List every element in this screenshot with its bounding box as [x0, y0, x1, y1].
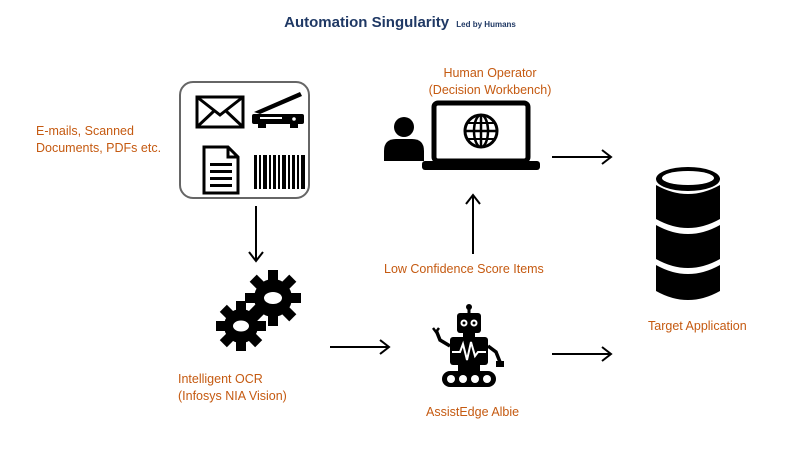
sources-label-line-2: Documents, PDFs etc. — [36, 141, 162, 155]
database-icon — [656, 167, 720, 300]
title-subtitle: Led by Humans — [456, 20, 516, 29]
envelope-icon — [195, 95, 245, 129]
arrow-ocr-to-bot — [330, 339, 391, 355]
sources-label-line-1: E-mails, Scanned — [36, 124, 134, 138]
low-confidence-label-text: Low Confidence Score Items — [384, 262, 544, 276]
human-label: Human Operator (Decision Workbench) — [420, 65, 560, 99]
human-label-line-2: (Decision Workbench) — [428, 83, 552, 97]
arrow-bot-to-human — [465, 193, 481, 254]
bot-label-text: AssistEdge Albie — [426, 405, 520, 419]
laptop-globe-icon — [422, 100, 540, 170]
arrow-human-to-target — [552, 149, 613, 165]
person-icon — [384, 117, 424, 161]
title-text: Automation Singularity — [284, 14, 450, 31]
barcode-icon — [254, 155, 305, 189]
ocr-label-line-2: (Infosys NIA Vision) — [178, 389, 287, 403]
human-label-line-1: Human Operator — [443, 66, 537, 80]
ocr-label-line-1: Intelligent OCR — [178, 372, 263, 386]
sources-label: E-mails, Scanned Documents, PDFs etc. — [36, 123, 161, 157]
target-label: Target Application — [648, 318, 747, 335]
robot-icon — [432, 304, 504, 387]
arrow-bot-to-target — [552, 346, 613, 362]
target-label-text: Target Application — [648, 319, 747, 333]
gears-icon — [216, 270, 301, 351]
arrow-sources-to-ocr — [248, 206, 264, 263]
bot-label: AssistEdge Albie — [426, 404, 519, 421]
low-confidence-label: Low Confidence Score Items — [384, 261, 544, 278]
page-title: Automation Singularity Led by Humans — [0, 14, 800, 31]
scanner-icon — [252, 92, 304, 128]
document-icon — [202, 145, 240, 195]
ocr-label: Intelligent OCR (Infosys NIA Vision) — [178, 371, 287, 405]
